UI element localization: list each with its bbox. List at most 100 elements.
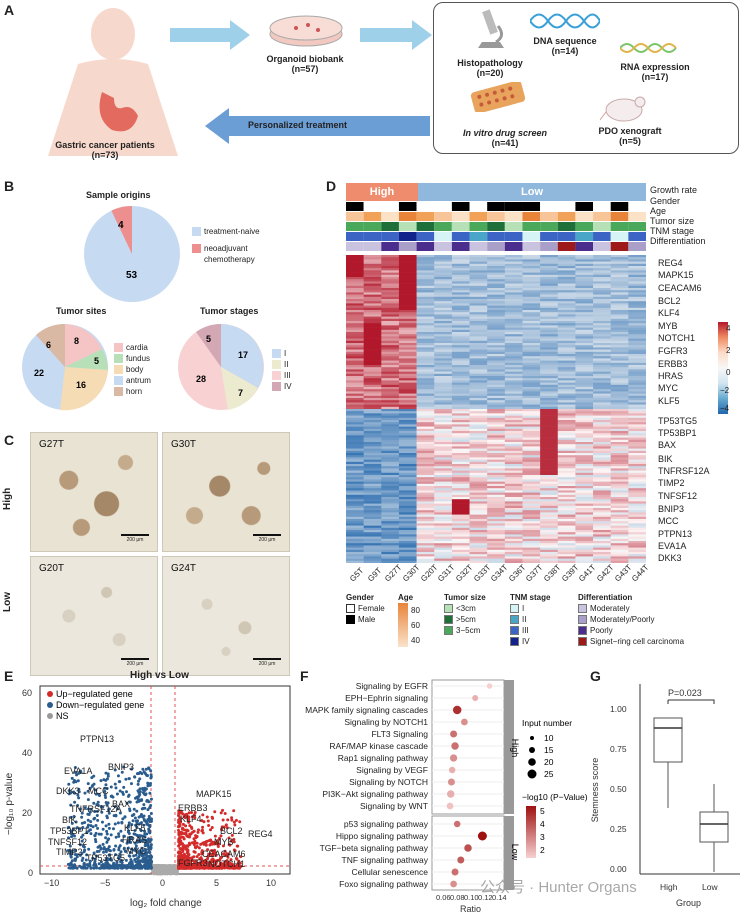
heatmap-cell <box>363 479 382 482</box>
heatmap-cell <box>346 321 364 324</box>
volcano-point-down <box>127 793 131 797</box>
heatmap-cell <box>434 444 453 447</box>
heatmap-cell <box>487 461 506 465</box>
heatmap-cell <box>487 332 506 335</box>
heatmap-cell <box>451 415 470 419</box>
heatmap-cell <box>469 296 488 300</box>
heatmap-cell <box>575 439 594 443</box>
volcano-gene-label: EVA1A <box>64 766 92 776</box>
heatmap-cell <box>628 492 646 496</box>
volcano-point-down <box>117 857 121 861</box>
heatmap-cell <box>610 439 629 443</box>
heatmap-cell <box>540 294 559 298</box>
volcano-point-up <box>186 849 190 853</box>
heatmap-cell <box>628 464 646 467</box>
heatmap-cell <box>610 312 629 315</box>
heatmap-cell <box>522 461 541 465</box>
volcano-point-down <box>83 791 87 795</box>
heatmap-cell <box>557 431 576 434</box>
heatmap-cell <box>416 384 435 388</box>
heatmap-cell <box>434 448 453 452</box>
volcano-point-ns <box>158 866 162 870</box>
volcano-point-down <box>69 815 73 819</box>
heatmap-cell <box>575 343 594 346</box>
volcano-point-down <box>77 790 81 794</box>
heatmap-cell <box>398 316 417 320</box>
heatmap-cell <box>628 409 646 412</box>
track-gender-cell <box>469 202 488 211</box>
heatmap-cell <box>522 310 541 313</box>
heatmap-cell <box>540 332 559 335</box>
heatmap-cell <box>610 457 629 460</box>
heatmap-cell <box>628 433 646 436</box>
heatmap-cell <box>593 369 612 372</box>
heatmap-cell <box>610 369 629 372</box>
heatmap-cell <box>540 488 559 491</box>
heatmap-cell <box>540 470 559 474</box>
heatmap-cell <box>610 404 629 408</box>
heatmap-cell <box>540 290 559 293</box>
volcano-point-down <box>94 865 98 869</box>
heatmap-cell <box>522 400 541 403</box>
heatmap-cell <box>469 334 488 337</box>
heatmap-cell <box>593 472 612 476</box>
heatmap-cell <box>504 332 523 335</box>
heatmap-cell <box>434 494 453 498</box>
heatmap-cell <box>346 457 364 460</box>
heatmap-cell <box>557 303 576 306</box>
heatmap-cell <box>346 560 364 563</box>
heatmap-cell <box>522 301 541 304</box>
volcano-point-up <box>187 853 191 857</box>
heatmap-cell <box>363 527 382 531</box>
volcano-point-up <box>200 828 204 832</box>
volcano-point-up <box>182 845 186 849</box>
heatmap-cell <box>610 398 629 401</box>
gene-label: NOTCH1 <box>658 332 696 343</box>
heatmap-cell <box>416 508 435 511</box>
heatmap-cell <box>610 261 629 265</box>
volcano-point-down <box>144 838 148 842</box>
heatmap-cell <box>575 378 594 381</box>
heatmap-cell <box>557 283 576 287</box>
heatmap-cell <box>469 367 488 370</box>
sample-label: G44T <box>630 562 651 584</box>
heatmap-cell <box>575 554 594 557</box>
heatmap-cell <box>557 459 576 463</box>
heatmap-cell <box>381 411 400 414</box>
heatmap-cell <box>398 519 417 522</box>
heatmap-cell <box>522 475 541 478</box>
track-size-cell <box>434 222 452 231</box>
heatmap-cell <box>346 340 364 344</box>
volcano-point-down <box>134 844 138 848</box>
heatmap-cell <box>398 464 417 467</box>
heatmap-cell <box>381 503 400 507</box>
heatmap-cell <box>469 519 488 522</box>
heatmap-cell <box>381 527 400 531</box>
heatmap-cell <box>504 312 523 315</box>
heatmap-cell <box>522 481 541 485</box>
heatmap-cell <box>346 433 364 436</box>
heatmap-cell <box>504 321 523 324</box>
heatmap-cell <box>487 488 506 491</box>
heatmap-cell <box>398 510 417 513</box>
heatmap-cell <box>628 400 646 403</box>
heatmap-cell <box>363 426 382 430</box>
heatmap-cell <box>398 424 417 427</box>
heatmap-cell <box>593 488 612 491</box>
heatmap-cell <box>416 294 435 298</box>
heatmap-cell <box>346 329 364 333</box>
heatmap-cell <box>522 433 541 436</box>
heatmap-cell <box>487 483 506 487</box>
heatmap-cell <box>593 255 612 258</box>
heatmap-cell <box>540 325 559 328</box>
row-high-label: High <box>2 487 13 510</box>
heatmap-cell <box>504 365 523 368</box>
heatmap-cell <box>487 538 506 542</box>
volcano-point-down <box>107 848 111 852</box>
volcano-point-down <box>120 770 124 774</box>
heatmap-cell <box>416 371 435 375</box>
heatmap-cell <box>416 453 435 456</box>
heatmap-cell <box>346 263 364 267</box>
volcano-point-down <box>101 827 105 831</box>
volcano-gene-label: MYB <box>214 837 234 847</box>
